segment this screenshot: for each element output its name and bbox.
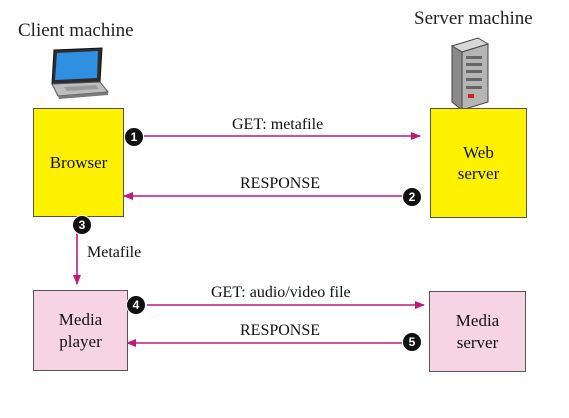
label-get-metafile: GET: metafile (232, 116, 324, 133)
web-server-box: Web server (430, 108, 527, 218)
browser-box: Browser (33, 108, 124, 217)
web-server-label-line2: server (457, 164, 500, 183)
step-3-badge: 3 (72, 215, 92, 235)
label-metafile: Metafile (87, 244, 142, 261)
label-get-media: GET: audio/video file (211, 284, 351, 301)
browser-label: Browser (49, 152, 108, 172)
client-machine-title: Client machine (18, 20, 134, 41)
media-player-label-line1: Media (58, 310, 103, 330)
label-response-2: RESPONSE (240, 322, 321, 339)
step-5-badge: 5 (402, 332, 422, 352)
step-2-badge: 2 (402, 187, 422, 207)
step-4-badge: 4 (126, 295, 146, 315)
media-player-label-line2: player (59, 331, 102, 351)
server-tower-icon (450, 37, 490, 112)
server-machine-title: Server machine (414, 8, 533, 29)
media-player-box: Media player (33, 290, 128, 371)
web-server-label-line1: Web (463, 142, 494, 162)
step-1-badge: 1 (124, 127, 144, 147)
media-server-label-line1: Media (455, 311, 500, 331)
label-response-1: RESPONSE (240, 175, 321, 192)
media-server-label-line2: server (456, 332, 499, 352)
media-server-box: Media server (429, 291, 526, 372)
laptop-icon (51, 47, 109, 99)
